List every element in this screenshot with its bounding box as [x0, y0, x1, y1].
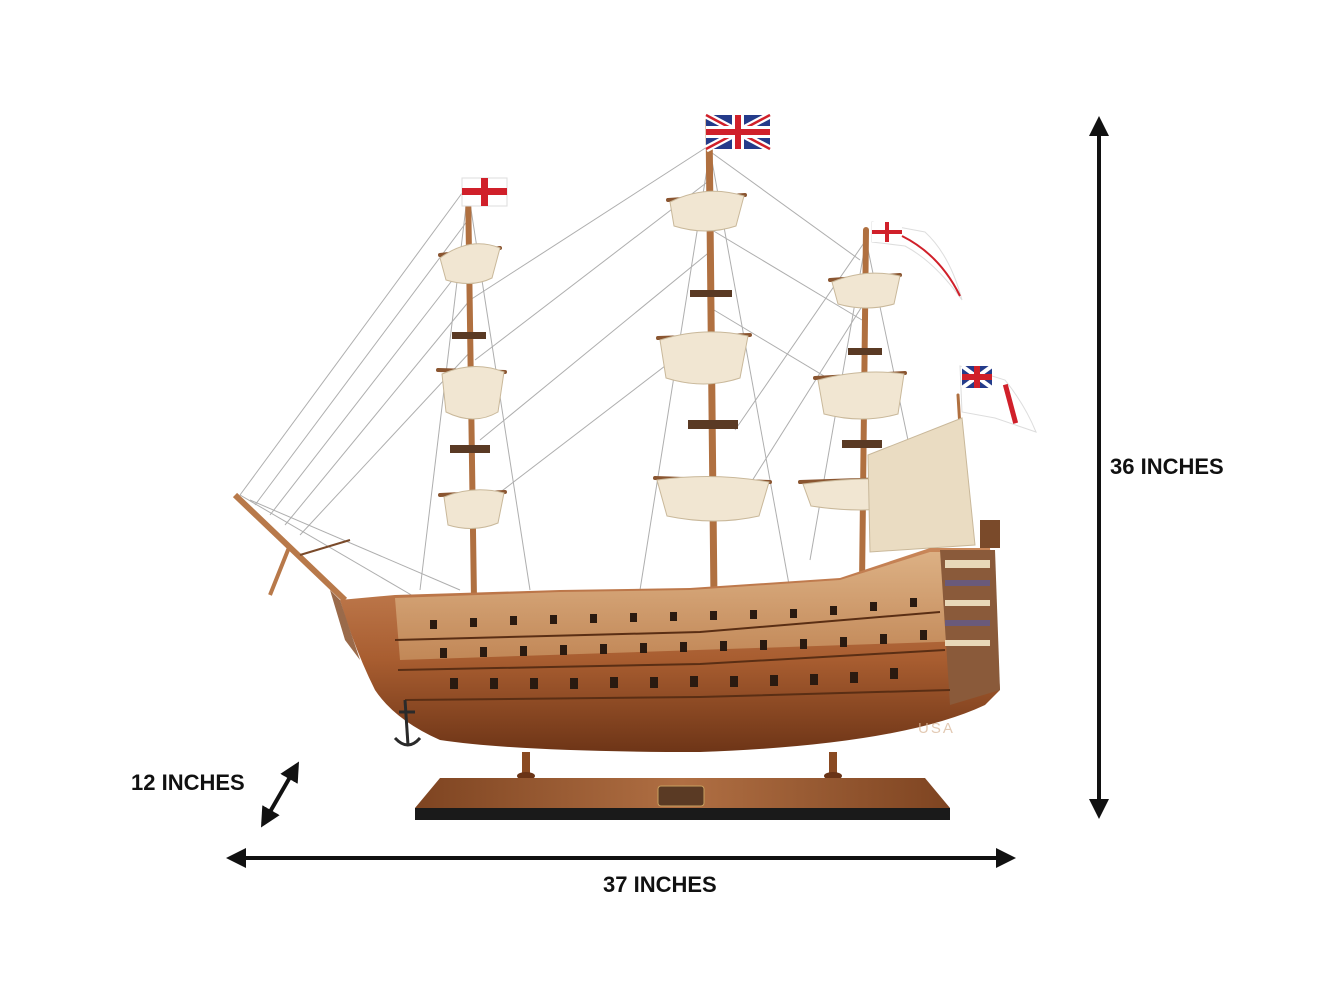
anchor-icon [393, 699, 422, 747]
depth-label: 12 INCHES [131, 770, 245, 795]
watermark-text: USA [918, 720, 955, 737]
width-label: 37 INCHES [603, 872, 717, 897]
union-jack-flag-main [704, 111, 772, 153]
depth-arrow [261, 761, 299, 828]
wales [394, 611, 951, 701]
gunports [430, 598, 927, 689]
ship-hull [330, 520, 1000, 752]
pennant-flag-mizzen [871, 221, 963, 301]
double-arrow-diagonal-icon [261, 761, 299, 828]
sails [439, 190, 976, 553]
st-george-flag-fore [461, 177, 508, 207]
rigging [239, 144, 931, 601]
display-stand [415, 752, 950, 820]
white-ensign-flag [959, 364, 1037, 433]
height-label: 36 INCHES [1110, 454, 1224, 479]
bowsprit [232, 492, 351, 603]
nameplate [657, 785, 705, 807]
flags [461, 111, 1037, 433]
mast-tops [450, 290, 882, 453]
